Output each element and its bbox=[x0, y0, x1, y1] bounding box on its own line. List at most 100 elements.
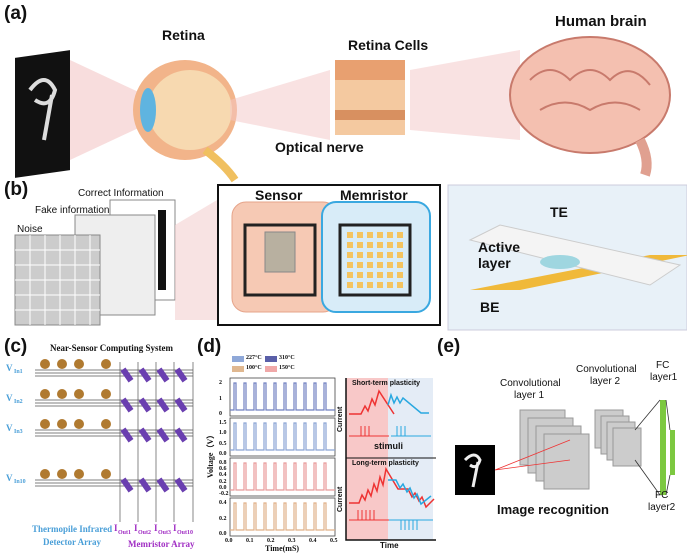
legend-label: 227°C bbox=[246, 355, 262, 361]
memristor-device bbox=[120, 367, 134, 383]
memristor-cell bbox=[387, 272, 393, 278]
optical-nerve-label: Optical nerve bbox=[275, 139, 364, 155]
fc1-label-1: FC bbox=[656, 360, 670, 371]
memristor-cell bbox=[387, 232, 393, 238]
y-tick-label: 1.5 bbox=[219, 420, 227, 426]
y-tick-label: 0 bbox=[219, 411, 222, 417]
time-label: Time bbox=[380, 541, 399, 550]
memristor-device bbox=[120, 477, 134, 493]
memristor-cell bbox=[377, 242, 383, 248]
legend-label: 310°C bbox=[279, 355, 295, 361]
eye-illustration bbox=[133, 60, 239, 183]
thermopile-detector bbox=[57, 359, 67, 369]
panel-c-label: (c) bbox=[4, 336, 28, 357]
memristor-cell bbox=[397, 232, 403, 238]
y-axis-label: Voltage（V） bbox=[206, 430, 215, 478]
thermopile-detector bbox=[101, 389, 111, 399]
memristor-device bbox=[138, 477, 152, 493]
output-current-label: I bbox=[134, 523, 138, 533]
fake-info-label: Fake information bbox=[35, 205, 110, 216]
y-tick-label: 1.0 bbox=[219, 430, 227, 437]
memristor-cell bbox=[347, 252, 353, 258]
x-tick-label: 0.1 bbox=[246, 538, 254, 544]
sensor-device bbox=[264, 231, 296, 273]
input-voltage-label: V bbox=[6, 473, 13, 483]
memristor-cell bbox=[397, 272, 403, 278]
conv1-label-1: Convolutional bbox=[500, 378, 561, 389]
human-brain-label: Human brain bbox=[555, 13, 647, 30]
memristor-device bbox=[156, 397, 170, 413]
panel-d-label: (d) bbox=[197, 336, 222, 357]
current-label-1: Current bbox=[337, 406, 344, 432]
brain-illustration bbox=[509, 36, 671, 177]
output-current-label: I bbox=[173, 523, 177, 533]
fc1-label-2: layer1 bbox=[650, 372, 678, 383]
memristor-cell bbox=[367, 232, 373, 238]
crossbar-circuit bbox=[35, 359, 194, 522]
memristor-cell bbox=[387, 282, 393, 288]
correct-info-label: Correct Information bbox=[78, 188, 164, 199]
memristor-cell bbox=[367, 262, 373, 268]
output-current-label: I bbox=[154, 523, 158, 533]
memristor-cell bbox=[377, 282, 383, 288]
input-voltage-subscript: In2 bbox=[14, 399, 23, 405]
x-tick-label: 0.2 bbox=[267, 538, 275, 544]
memristor-cell bbox=[397, 282, 403, 288]
x-tick-label: 0.5 bbox=[330, 538, 338, 544]
memristor-array-label: Memristor Array bbox=[128, 539, 195, 549]
y-tick-label: 0.2 bbox=[219, 478, 227, 485]
thermopile-detector bbox=[101, 419, 111, 429]
digit-image bbox=[15, 50, 70, 178]
c-title: Near-Sensor Computing System bbox=[50, 343, 173, 353]
memristor-cell bbox=[357, 262, 363, 268]
conv2-label-1: Convolutional bbox=[576, 364, 637, 375]
thermopile-detector bbox=[74, 359, 84, 369]
memristor-device bbox=[174, 427, 188, 443]
memristor-cell bbox=[357, 252, 363, 258]
be-label: BE bbox=[480, 299, 500, 315]
conv1-feature-map bbox=[543, 433, 590, 490]
retina-label: Retina bbox=[162, 27, 205, 43]
image-recognition-label: Image recognition bbox=[497, 502, 609, 517]
memristor-cell bbox=[377, 272, 383, 278]
active-layer bbox=[540, 255, 580, 269]
input-voltage-subscript: In3 bbox=[14, 429, 23, 435]
te-label: TE bbox=[550, 204, 568, 220]
light-beam bbox=[70, 60, 145, 160]
panel-e-label: (e) bbox=[437, 336, 461, 357]
memristor-cell bbox=[397, 252, 403, 258]
legend-swatch bbox=[265, 356, 277, 362]
thermopile-detector bbox=[101, 469, 111, 479]
memristor-device bbox=[138, 397, 152, 413]
memristor-cell bbox=[367, 282, 373, 288]
legend-swatch bbox=[232, 356, 244, 362]
memristor-cell bbox=[387, 252, 393, 258]
plasticity-plot bbox=[345, 378, 436, 541]
memristor-cell bbox=[387, 242, 393, 248]
layer-label: layer bbox=[478, 255, 511, 271]
y-tick-label: 0.4 bbox=[219, 500, 227, 506]
y-tick-label: 0.0 bbox=[219, 531, 227, 537]
thermopile-detector bbox=[40, 419, 50, 429]
memristor-device bbox=[120, 397, 134, 413]
fc2-label-2: layer2 bbox=[648, 502, 676, 513]
memristor-device bbox=[156, 367, 170, 383]
output-current-subscript: Out2 bbox=[138, 530, 152, 536]
conv2-label-2: layer 2 bbox=[590, 376, 621, 387]
current-label-2: Current bbox=[337, 486, 344, 512]
voltage-pulse-trace bbox=[230, 382, 335, 411]
output-current-subscript: Out1 bbox=[118, 530, 132, 536]
y-tick-label: 1 bbox=[219, 395, 222, 402]
legend-swatch bbox=[265, 366, 277, 372]
memristor-cell bbox=[357, 282, 363, 288]
memristor-cell bbox=[377, 252, 383, 258]
output-current-label: I bbox=[114, 523, 118, 533]
thermopile-detector bbox=[101, 359, 111, 369]
detector-label-2: Detector Array bbox=[43, 537, 102, 547]
memristor-cell bbox=[397, 262, 403, 268]
memristor-cell bbox=[347, 232, 353, 238]
x-tick-label: 0.3 bbox=[288, 538, 296, 544]
input-voltage-label: V bbox=[6, 363, 13, 373]
memristor-device bbox=[156, 477, 170, 493]
long-term-label: Long-term plasticity bbox=[352, 460, 419, 467]
